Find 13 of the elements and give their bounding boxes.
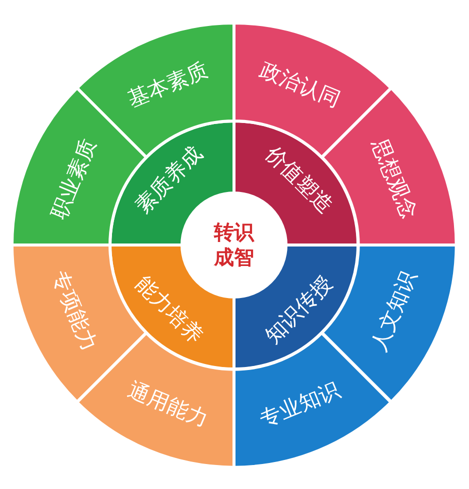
segment-label: 基本素质	[124, 58, 211, 112]
segment-label: 专业知识	[256, 378, 344, 432]
segment-label: 通用能力	[124, 378, 211, 432]
segment-label: 专项能力	[47, 268, 101, 354]
segment-label: 职业素质	[47, 136, 101, 222]
segment-label: 素质养成	[131, 142, 207, 218]
segment-label: 人文知识	[367, 268, 421, 354]
segment-label: 思想观念	[367, 136, 421, 222]
segment-label: 政治认同	[256, 58, 344, 112]
center-label: 转识成智	[213, 220, 255, 270]
segment-label: 知识传授	[261, 272, 337, 348]
segment-label: 能力培养	[131, 272, 207, 348]
segment-label: 价值塑造	[261, 142, 337, 218]
